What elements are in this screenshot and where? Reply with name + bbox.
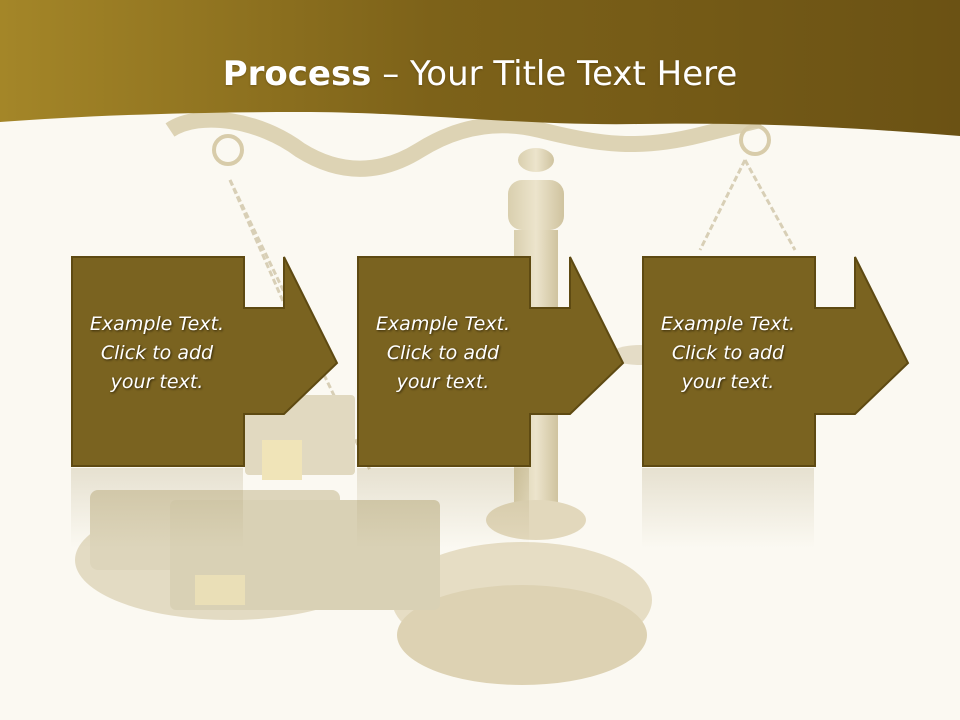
process-step-3[interactable]: Example Text. Click to add your text.	[642, 256, 918, 468]
step-3-reflection	[642, 468, 814, 548]
process-step-1[interactable]: Example Text. Click to add your text.	[71, 256, 347, 468]
step-1-text[interactable]: Example Text. Click to add your text.	[89, 313, 225, 393]
header-band	[0, 0, 960, 136]
step-2-reflection	[357, 468, 529, 548]
step-3-arrow-box-shape	[642, 256, 910, 467]
process-step-2[interactable]: Example Text. Click to add your text.	[357, 256, 633, 468]
step-2-arrow-box-shape	[357, 256, 625, 467]
slide-title[interactable]: Process – Your Title Text Here	[0, 52, 960, 96]
step-1-arrow-box-shape	[71, 256, 339, 467]
step-2-text[interactable]: Example Text. Click to add your text.	[375, 313, 511, 393]
step-3-text[interactable]: Example Text. Click to add your text.	[660, 313, 796, 393]
title-bold-part: Process	[222, 54, 372, 94]
title-rest-part: – Your Title Text Here	[371, 54, 738, 94]
step-1-reflection	[71, 468, 243, 548]
